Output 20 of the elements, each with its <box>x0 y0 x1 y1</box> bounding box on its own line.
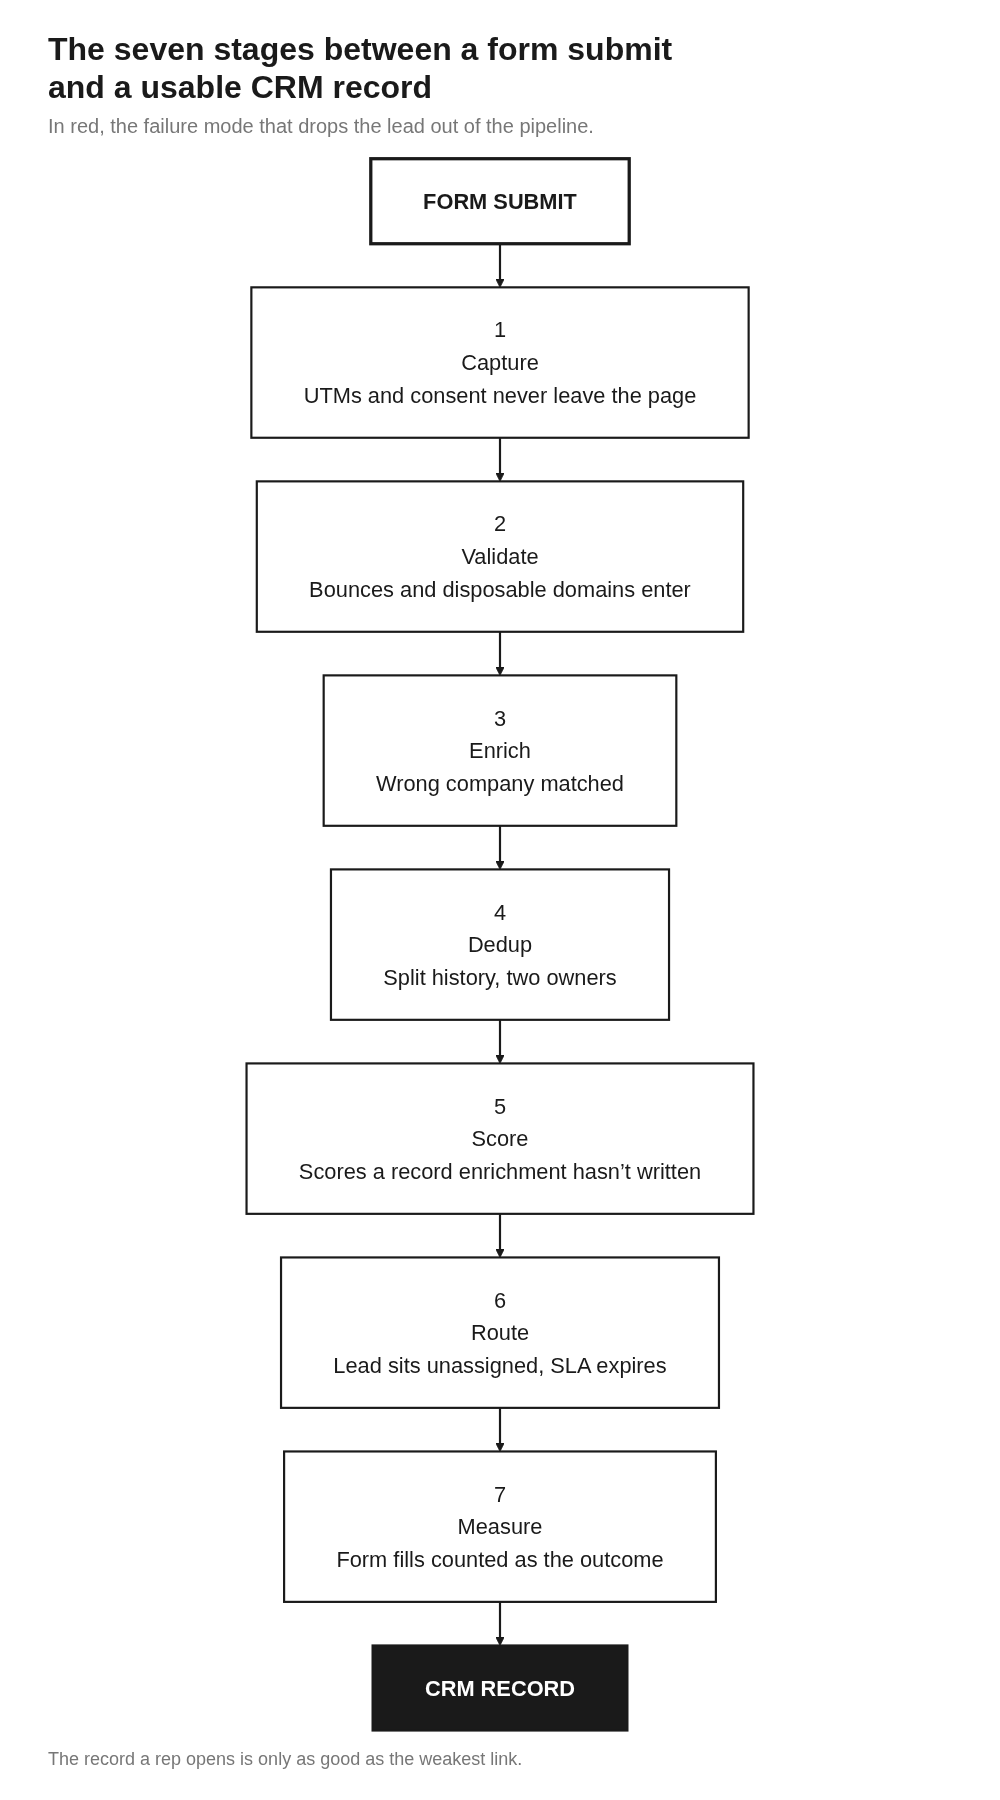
subtitle-note: In red, the failure mode that drops the lead out of the pipeline. <box>48 114 595 138</box>
node-box: CRM RECORD <box>371 1644 629 1732</box>
node-box: 4 Dedup Split history, two owners <box>329 868 671 1021</box>
arrow <box>495 1407 505 1452</box>
arrow <box>495 1213 505 1258</box>
title: The seven stages between a form submit and a usable CRM record <box>48 30 674 107</box>
arrow <box>495 437 505 482</box>
arrow <box>495 243 505 288</box>
node-box: FORM SUBMIT <box>369 156 631 246</box>
caption: The record a rep opens is only as good as the weakest link. <box>48 1749 524 1770</box>
arrow <box>495 1019 505 1064</box>
node-box: 6 Route Lead sits unassigned, SLA expires <box>279 1256 721 1409</box>
arrow <box>495 631 505 676</box>
node-box: 2 Validate Bounces and disposable domains enter <box>255 480 745 633</box>
node-box: 7 Measure Form fills counted as the outcome <box>283 1450 717 1603</box>
node-box: 5 Score Scores a record enrichment hasn’t written <box>245 1062 755 1215</box>
node-box: 1 Capture UTMs and consent never leave the page <box>250 286 750 439</box>
node-box: 3 Enrich Wrong company matched <box>322 674 678 827</box>
arrow <box>495 825 505 870</box>
arrow <box>495 1601 505 1646</box>
